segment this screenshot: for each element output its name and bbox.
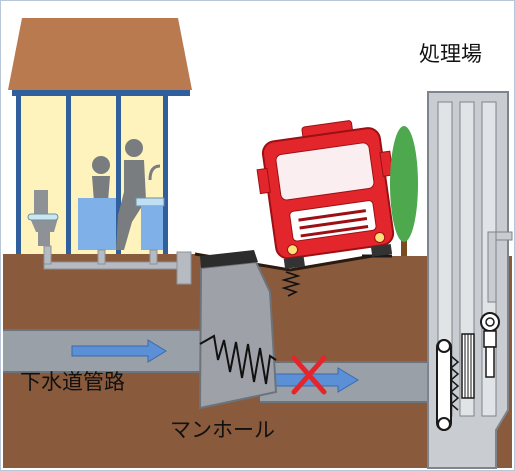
treatment-plant-label: 処理場: [419, 42, 482, 66]
sink-icon: [135, 164, 165, 250]
blocked-x-icon: [291, 355, 327, 395]
flow-arrow: [71, 339, 167, 363]
house: [8, 18, 192, 254]
house-eave: [12, 90, 190, 96]
person-icon: [92, 156, 110, 202]
house-drain: [43, 245, 192, 285]
pump-icon: [480, 312, 500, 378]
toilet-icon: [27, 190, 59, 246]
house-roof: [8, 18, 192, 90]
manhole: [198, 250, 278, 410]
screen-icon: [436, 333, 475, 431]
manhole-label: マンホール: [170, 418, 275, 442]
sewer-pipe-label: 下水道管路: [20, 370, 125, 394]
crack-icon: [199, 334, 277, 385]
fire-truck-icon: [256, 120, 395, 269]
tree-icon: [390, 126, 418, 256]
person-icon: [116, 139, 146, 250]
inspection-pit: [176, 251, 192, 285]
sink-counter: [78, 198, 116, 250]
crack-icon: [281, 271, 301, 297]
